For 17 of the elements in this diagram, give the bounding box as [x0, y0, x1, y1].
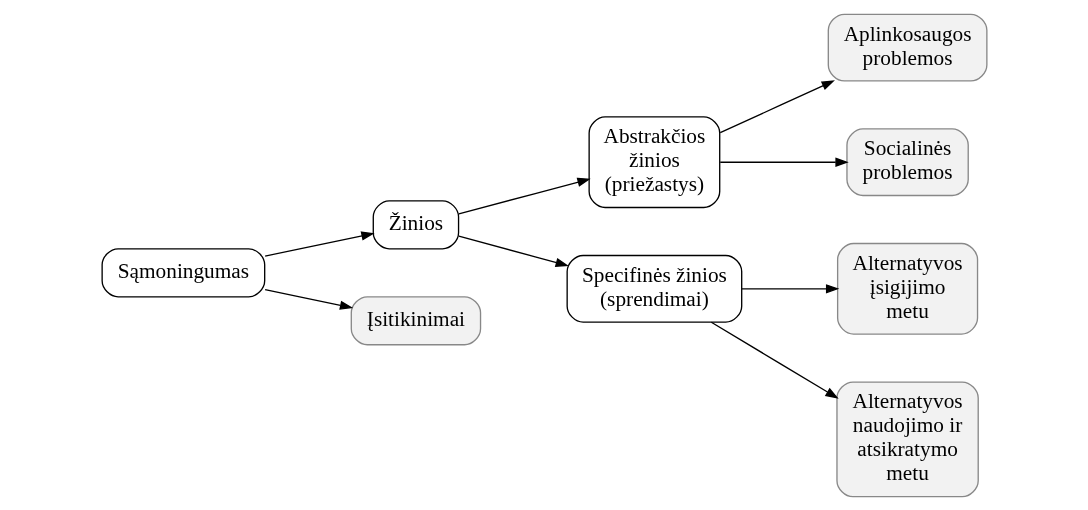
node-box: Socialinės problemos: [845, 127, 969, 196]
arrow: [719, 157, 849, 167]
arrow: [457, 234, 569, 267]
node-box: Žinios: [372, 199, 459, 249]
arrow: [457, 177, 591, 214]
arrow: [710, 321, 839, 399]
node-box: Įsitikinimai: [350, 295, 481, 345]
node-box: Abstrakčios žinios (priežastys): [587, 115, 720, 208]
arrow: [719, 79, 835, 133]
arrow: [263, 230, 375, 257]
arrow: [263, 288, 353, 310]
node-box: Alternatyvos naudojimo ir atsikratymo metu: [835, 380, 979, 497]
node-box: Sąmoningumas: [100, 247, 265, 297]
arrow: [740, 283, 839, 293]
node-box: Aplinkosaugos problemos: [827, 13, 988, 82]
node-box: Alternatyvos įsigijimo metu: [836, 242, 978, 335]
node-box: Specifinės žinios (sprendimai): [566, 254, 742, 323]
